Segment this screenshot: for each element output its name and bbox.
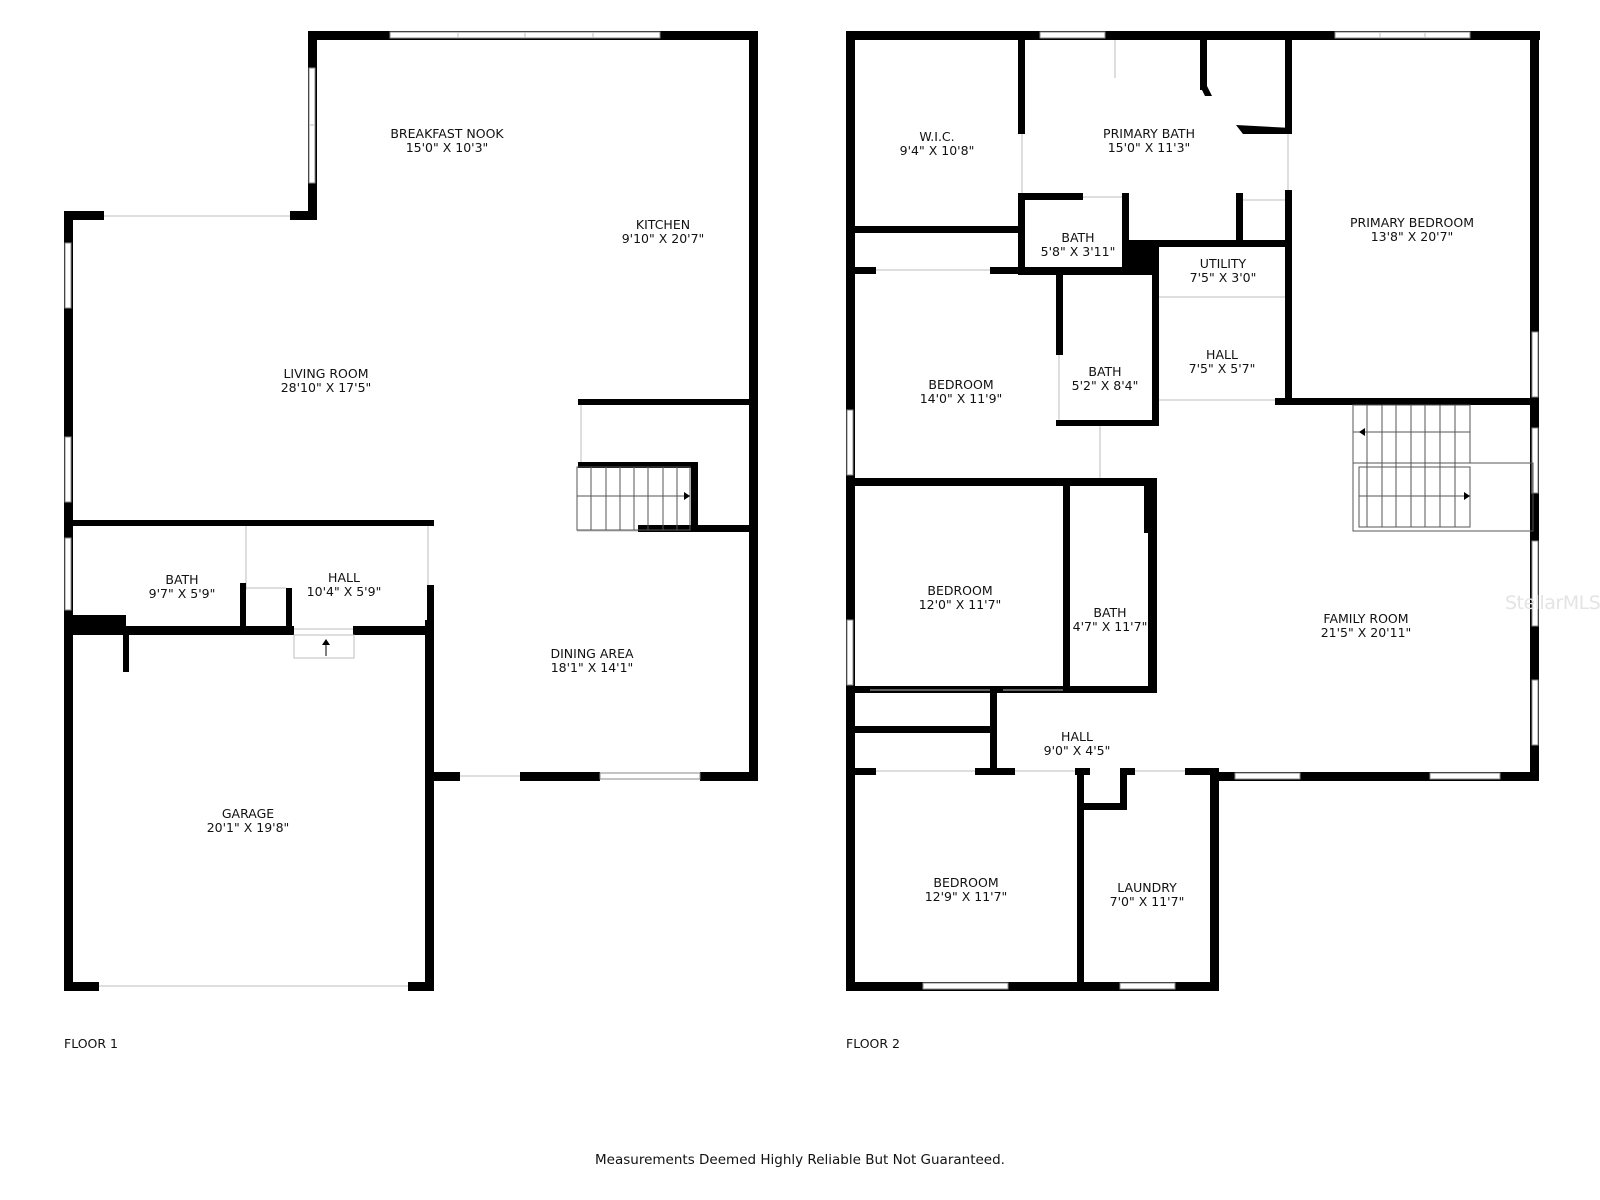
measurement-disclaimer: Measurements Deemed Highly Reliable But …	[595, 1152, 1005, 1168]
room-name: UTILITY	[1200, 256, 1247, 271]
room-dimensions: 9'7" X 5'9"	[149, 586, 216, 601]
room-name: FAMILY ROOM	[1323, 611, 1408, 626]
room-dimensions: 7'5" X 5'7"	[1189, 361, 1256, 376]
room-name: LAUNDRY	[1117, 880, 1177, 895]
room-name: BATH	[1061, 230, 1094, 245]
room-name: HALL	[1206, 347, 1238, 362]
room-name: LIVING ROOM	[283, 366, 368, 381]
room-name: BATH	[1088, 364, 1121, 379]
floor-2-room-labels: W.I.C. 9'4" X 10'8" PRIMARY BATH 15'0" X…	[900, 126, 1474, 909]
room-dimensions: 10'4" X 5'9"	[307, 584, 382, 599]
room-dimensions: 12'9" X 11'7"	[925, 889, 1008, 904]
room-name: W.I.C.	[919, 129, 954, 144]
staircase-floor-1	[576, 466, 691, 532]
room-dimensions: 12'0" X 11'7"	[919, 597, 1002, 612]
room-dimensions: 9'0" X 4'5"	[1044, 743, 1111, 758]
floor-1-plan	[64, 31, 758, 991]
room-name: HALL	[328, 570, 360, 585]
room-dimensions: 18'1" X 14'1"	[551, 660, 634, 675]
room-dimensions: 21'5" X 20'11"	[1321, 625, 1412, 640]
watermark: StellarMLS	[1505, 592, 1600, 614]
room-name: PRIMARY BEDROOM	[1350, 215, 1474, 230]
floor-2-plan	[846, 31, 1540, 991]
room-dimensions: 15'0" X 10'3"	[406, 140, 489, 155]
room-dimensions: 5'2" X 8'4"	[1072, 378, 1139, 393]
room-dimensions: 4'7" X 11'7"	[1073, 619, 1148, 634]
room-name: KITCHEN	[636, 217, 690, 232]
room-dimensions: 5'8" X 3'11"	[1041, 244, 1116, 259]
floor-1-room-labels: BREAKFAST NOOK 15'0" X 10'3" KITCHEN 9'1…	[149, 126, 705, 835]
room-name: GARAGE	[222, 806, 274, 821]
room-dimensions: 7'5" X 3'0"	[1190, 270, 1257, 285]
room-name: BEDROOM	[928, 377, 993, 392]
room-name: BATH	[1093, 605, 1126, 620]
room-dimensions: 20'1" X 19'8"	[207, 820, 290, 835]
room-dimensions: 14'0" X 11'9"	[920, 391, 1003, 406]
room-name: HALL	[1061, 729, 1093, 744]
room-dimensions: 7'0" X 11'7"	[1110, 894, 1185, 909]
room-name: PRIMARY BATH	[1103, 126, 1195, 141]
room-name: BEDROOM	[933, 875, 998, 890]
room-dimensions: 9'10" X 20'7"	[622, 231, 705, 246]
room-name: BEDROOM	[927, 583, 992, 598]
room-dimensions: 13'8" X 20'7"	[1371, 229, 1454, 244]
room-name: BREAKFAST NOOK	[390, 126, 504, 141]
room-name: DINING AREA	[550, 646, 633, 661]
room-dimensions: 15'0" X 11'3"	[1108, 140, 1191, 155]
room-name: BATH	[165, 572, 198, 587]
floor-2-label: FLOOR 2	[846, 1036, 900, 1051]
room-dimensions: 9'4" X 10'8"	[900, 143, 975, 158]
floor-1-label: FLOOR 1	[64, 1036, 118, 1051]
staircase-floor-2	[1352, 404, 1534, 532]
room-dimensions: 28'10" X 17'5"	[281, 380, 372, 395]
